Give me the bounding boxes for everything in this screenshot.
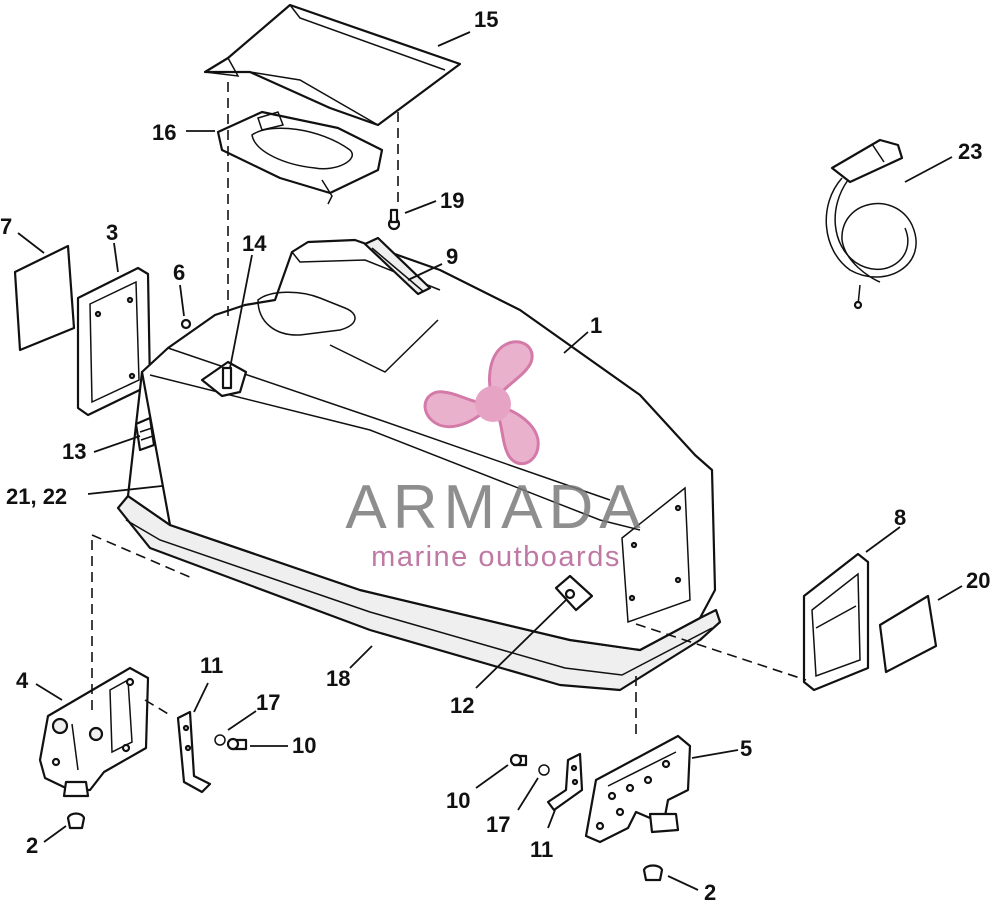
part-7-gasket [13, 244, 76, 352]
callout-10-left: 10 [292, 733, 316, 758]
assembly-guide-lines [91, 82, 807, 736]
part-10-bolt-left [226, 737, 248, 751]
callout-4: 4 [16, 668, 29, 693]
part-12-bracket [554, 574, 594, 612]
part-11-strip-right [546, 752, 584, 812]
callout-23: 23 [958, 139, 982, 164]
callout-21-22: 21, 22 [6, 484, 67, 509]
callout-9: 9 [446, 244, 458, 269]
callout-19: 19 [440, 188, 464, 213]
callout-3: 3 [106, 220, 118, 245]
part-17-washer-right [538, 764, 550, 776]
part-6-screw [180, 318, 192, 330]
watermark: ARMADA marine outboards [345, 340, 646, 573]
part-17-washer-left [214, 734, 226, 746]
callout-13: 13 [62, 439, 86, 464]
part-2-plug-left [66, 812, 86, 830]
callout-11-right: 11 [530, 837, 553, 862]
callout-18: 18 [326, 666, 350, 691]
watermark-brand: ARMADA [345, 473, 646, 542]
callout-8: 8 [894, 505, 906, 530]
propeller-logo-icon [423, 340, 540, 466]
part-15-top-cover [203, 3, 462, 127]
callout-16: 16 [152, 120, 176, 145]
callout-labels: 15 16 19 23 7 3 6 14 9 1 13 21, 22 8 20 … [0, 7, 990, 904]
part-11-strip-left [176, 710, 212, 794]
watermark-tagline: marine outboards [371, 541, 621, 573]
callout-17-right: 17 [486, 812, 510, 837]
callout-2-right: 2 [704, 880, 716, 904]
part-13-clip [134, 416, 156, 452]
callout-7: 7 [0, 214, 12, 239]
callout-20: 20 [966, 568, 990, 593]
part-5-rear-mount [584, 734, 692, 844]
callout-14: 14 [242, 231, 267, 256]
part-1-engine-cover [116, 238, 722, 692]
part-19-screw [387, 208, 401, 231]
callout-6: 6 [173, 260, 185, 285]
callout-5: 5 [740, 736, 752, 761]
callout-12: 12 [450, 693, 474, 718]
part-4-front-mount [38, 666, 150, 798]
callout-17-left: 17 [256, 690, 280, 715]
part-9-vent [363, 236, 432, 296]
part-2-plug-right [642, 864, 664, 882]
callout-1: 1 [590, 313, 602, 338]
part-16-seal-plate [216, 110, 384, 205]
part-8-side-panel [802, 552, 870, 692]
part-10-bolt-right [509, 753, 528, 767]
leader-lines [17, 31, 963, 891]
callout-2-left: 2 [26, 833, 38, 858]
callout-11-left: 11 [200, 653, 223, 678]
part-23-cable [825, 138, 917, 310]
callout-10-right: 10 [446, 788, 470, 813]
part-20-gasket [878, 594, 938, 674]
callout-15: 15 [474, 7, 498, 32]
part-14-latch [200, 360, 248, 398]
